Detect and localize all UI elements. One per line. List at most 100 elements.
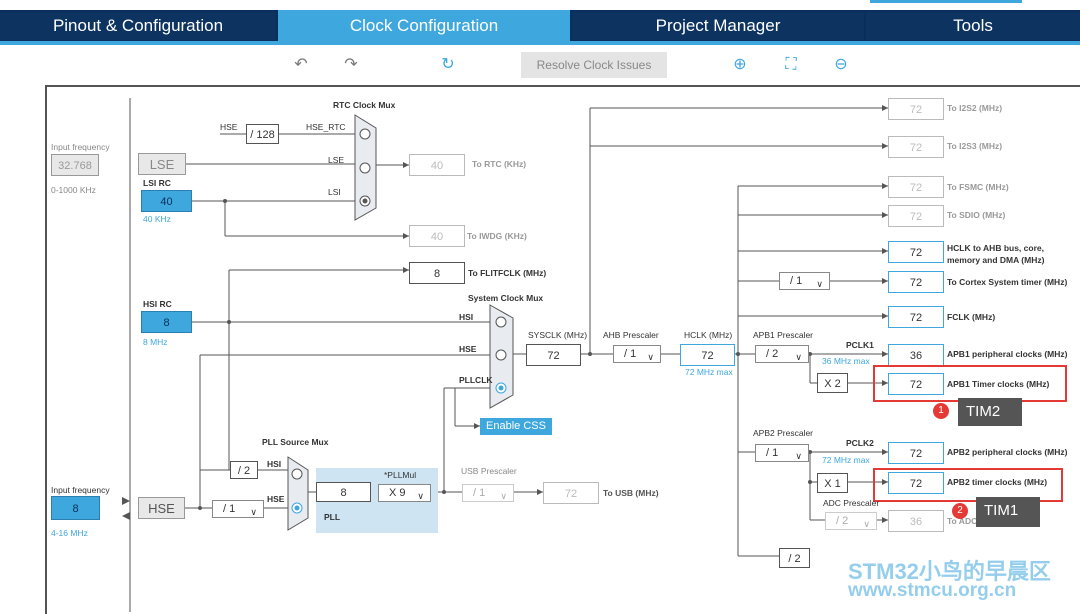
chevron-down-icon: ∨ bbox=[250, 507, 257, 517]
fit-icon[interactable]: ⛶ bbox=[785, 56, 797, 73]
chevron-down-icon: ∨ bbox=[863, 519, 870, 529]
div2-block: / 2 bbox=[779, 548, 810, 568]
apb1-timer-multiplier: X 2 bbox=[817, 373, 848, 393]
sysmux-pllclk-label: PLLCLK bbox=[459, 375, 493, 385]
apb1-prescaler-select[interactable]: / 2∨ bbox=[755, 345, 809, 363]
i2s2-label: To I2S2 (MHz) bbox=[947, 103, 1003, 113]
pll-mul-select[interactable]: X 9∨ bbox=[378, 484, 431, 502]
flitfclk-label: To FLITFCLK (MHz) bbox=[468, 268, 547, 278]
tab-tools[interactable]: Tools bbox=[866, 12, 1080, 40]
lse-input-field[interactable]: 32.768 bbox=[51, 154, 99, 176]
refresh-icon[interactable]: ↻ bbox=[441, 56, 455, 73]
pll-input-value[interactable]: 8 bbox=[316, 482, 371, 502]
sdio-label: To SDIO (MHz) bbox=[947, 210, 1006, 220]
apb2-timer-label: APB2 timer clocks (MHz) bbox=[947, 477, 1048, 487]
i2s3-label: To I2S3 (MHz) bbox=[947, 141, 1003, 151]
hclk-ahb-label-2: memory and DMA (MHz) bbox=[947, 255, 1045, 265]
cortex-timer-label: To Cortex System timer (MHz) bbox=[947, 277, 1068, 287]
pll-mul-label: *PLLMul bbox=[384, 470, 417, 480]
rtc-hse-divider: / 128 bbox=[246, 124, 279, 144]
hse-divider-select[interactable]: / 1∨ bbox=[212, 500, 264, 518]
hsi-unit: 8 MHz bbox=[143, 337, 168, 347]
tim2-highlight-box bbox=[873, 365, 1067, 402]
hclk-value[interactable]: 72 bbox=[680, 344, 735, 366]
apb2-prescaler-select[interactable]: / 1∨ bbox=[755, 444, 809, 462]
adc-output-label: To ADC1,2,3 bbox=[947, 516, 997, 526]
tim1-callout: TIM1 bbox=[976, 497, 1040, 527]
tab-project-manager[interactable]: Project Manager bbox=[572, 12, 864, 40]
apb1-max: 36 MHz max bbox=[822, 356, 870, 366]
zoom-out-icon[interactable]: ⊖ bbox=[834, 56, 848, 73]
fclk-value[interactable]: 72 bbox=[888, 306, 944, 328]
adc-output-value[interactable]: 36 bbox=[888, 510, 944, 532]
apb2-timer-value[interactable]: 72 bbox=[888, 472, 944, 494]
watermark-url: www.stmcu.org.cn bbox=[848, 580, 1017, 601]
i2s3-value[interactable]: 72 bbox=[888, 136, 944, 158]
sysclk-value[interactable]: 72 bbox=[526, 344, 581, 366]
tim1-callout-number: 2 bbox=[952, 503, 968, 519]
hse-input-field[interactable]: 8 bbox=[51, 496, 100, 520]
rtc-hse-label: HSE bbox=[220, 122, 238, 132]
hclk-ahb-label-1: HCLK to AHB bus, core, bbox=[947, 243, 1044, 253]
apb2-timer-multiplier: X 1 bbox=[817, 473, 848, 493]
zoom-in-icon[interactable]: ⊕ bbox=[733, 56, 747, 73]
lsi-value: 40 bbox=[141, 190, 192, 212]
apb1-peripheral-value[interactable]: 36 bbox=[888, 344, 944, 366]
usb-output-label: To USB (MHz) bbox=[603, 488, 659, 498]
apb1-timer-value[interactable]: 72 bbox=[888, 373, 944, 395]
iwdg-output-label: To IWDG (KHz) bbox=[467, 231, 527, 241]
tab-clock-configuration[interactable]: Clock Configuration bbox=[278, 10, 570, 42]
lsi-unit: 40 KHz bbox=[143, 214, 171, 224]
fsmc-value[interactable]: 72 bbox=[888, 176, 944, 198]
pll-label: PLL bbox=[324, 512, 341, 522]
flitfclk-value[interactable]: 8 bbox=[409, 262, 465, 284]
apb1-peripheral-label: APB1 peripheral clocks (MHz) bbox=[947, 349, 1068, 359]
sdio-value[interactable]: 72 bbox=[888, 205, 944, 227]
tab-pinout[interactable]: Pinout & Configuration bbox=[0, 12, 276, 40]
i2s2-value[interactable]: 72 bbox=[888, 98, 944, 120]
ahb-prescaler-label: AHB Prescaler bbox=[603, 330, 659, 340]
pclk1-label: PCLK1 bbox=[846, 340, 874, 350]
tab-underline bbox=[0, 41, 1080, 45]
tim2-callout-number: 1 bbox=[933, 403, 949, 419]
rtc-output-value[interactable]: 40 bbox=[409, 154, 465, 176]
pclk2-label: PCLK2 bbox=[846, 438, 874, 448]
clock-tree-canvas bbox=[45, 85, 1080, 614]
fclk-label: FCLK (MHz) bbox=[947, 312, 996, 322]
apb1-timer-label: APB1 Timer clocks (MHz) bbox=[947, 379, 1050, 389]
chevron-down-icon: ∨ bbox=[795, 451, 802, 461]
iwdg-output-value[interactable]: 40 bbox=[409, 225, 465, 247]
pllsrc-hse-label: HSE bbox=[267, 494, 285, 504]
chevron-down-icon: ∨ bbox=[417, 491, 424, 501]
apb2-peripheral-label: APB2 peripheral clocks (MHz) bbox=[947, 447, 1068, 457]
cortex-timer-value[interactable]: 72 bbox=[888, 271, 944, 293]
sysmux-hse-label: HSE bbox=[459, 344, 477, 354]
pll-hsi-divider: / 2 bbox=[230, 461, 258, 479]
adc-prescaler-select[interactable]: / 2∨ bbox=[825, 512, 877, 530]
watermark-text: STM32小鸟的早晨区 bbox=[848, 559, 1051, 584]
fsmc-label: To FSMC (MHz) bbox=[947, 182, 1009, 192]
ahb-prescaler-select[interactable]: / 1∨ bbox=[613, 345, 661, 363]
cortex-divider-select[interactable]: / 1∨ bbox=[779, 272, 830, 290]
hsi-label: HSI RC bbox=[143, 299, 172, 309]
lse-range: 0-1000 KHz bbox=[51, 185, 96, 195]
resolve-clock-issues-button[interactable]: Resolve Clock Issues bbox=[521, 52, 667, 78]
tools-accent bbox=[870, 0, 1022, 3]
hclk-label: HCLK (MHz) bbox=[684, 330, 733, 340]
apb2-peripheral-value[interactable]: 72 bbox=[888, 442, 944, 464]
lse-block: LSE bbox=[138, 153, 186, 175]
hclk-ahb-value[interactable]: 72 bbox=[888, 241, 944, 263]
redo-icon[interactable]: ↷ bbox=[344, 56, 358, 73]
usb-output-value[interactable]: 72 bbox=[543, 482, 599, 504]
pll-source-mux bbox=[287, 456, 309, 531]
hclk-max: 72 MHz max bbox=[685, 367, 733, 377]
chevron-down-icon: ∨ bbox=[647, 352, 654, 362]
enable-css-button[interactable]: Enable CSS bbox=[480, 418, 552, 435]
sysclk-label: SYSCLK (MHz) bbox=[528, 330, 588, 340]
chevron-down-icon: ∨ bbox=[816, 279, 823, 289]
undo-icon[interactable]: ↶ bbox=[294, 56, 308, 73]
lse-input-label: Input frequency bbox=[51, 142, 110, 152]
rtc-mux-label: RTC Clock Mux bbox=[333, 100, 396, 110]
usb-prescaler-select[interactable]: / 1∨ bbox=[462, 484, 514, 502]
